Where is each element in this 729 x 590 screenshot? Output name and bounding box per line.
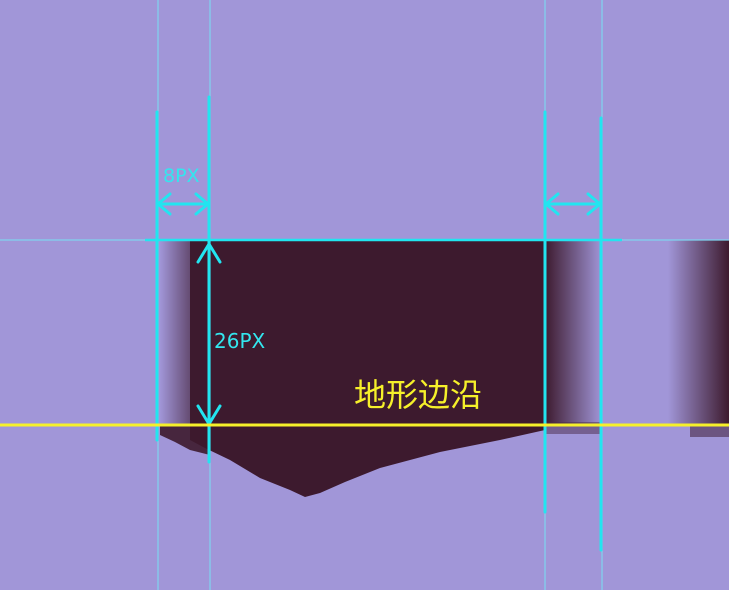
- terrain-shape: [160, 240, 729, 497]
- terrain-bottom-left-step: [160, 425, 210, 455]
- terrain-main-block: [190, 240, 545, 497]
- terrain-far-right-fade: [668, 240, 729, 425]
- measure-lines: [155, 95, 603, 552]
- terrain-right-fade: [545, 240, 602, 425]
- width-arrow-right: [544, 192, 602, 216]
- terrain-far-right-strip: [690, 425, 729, 437]
- margin-measure-label: 8PX: [163, 165, 200, 187]
- width-arrow-left: [156, 192, 210, 216]
- terrain-edge-label: 地形边沿: [354, 376, 483, 414]
- height-measure-label: 26PX: [214, 329, 266, 353]
